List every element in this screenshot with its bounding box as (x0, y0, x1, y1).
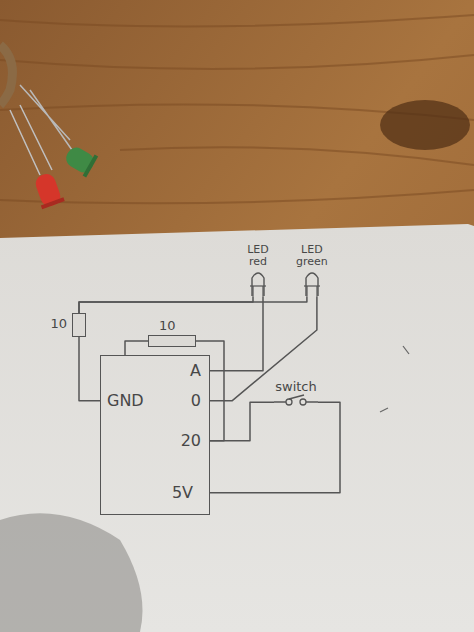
led-red: LED red (247, 244, 269, 296)
wire (79, 337, 100, 401)
part-label: LED green (296, 244, 328, 268)
switch-symbol: switch (274, 380, 318, 410)
pin-label: 0 (191, 392, 201, 410)
part-label: switch (275, 380, 317, 394)
resistor-value: 10 (50, 317, 67, 331)
wire (79, 296, 307, 313)
wire (125, 341, 148, 355)
led-green: LED green (296, 244, 328, 296)
hand-shadow (0, 513, 143, 632)
paper-sheet (0, 224, 474, 632)
wood-grain (0, 15, 474, 203)
pin-label: 20 (181, 432, 201, 450)
pin-label: A (190, 362, 201, 380)
wood-knot (380, 100, 470, 150)
switch-contacts (274, 394, 318, 410)
led-symbol (247, 270, 269, 296)
resistor-symbol: 10 (72, 313, 86, 337)
wire (210, 402, 340, 493)
resistor-value: 10 (159, 319, 176, 333)
led-symbol (301, 270, 323, 296)
resistor-symbol: 10 (148, 335, 196, 347)
wire (79, 296, 253, 313)
part-label: LED red (247, 244, 269, 268)
wire (210, 402, 274, 441)
pin-label: GND (107, 392, 144, 410)
wire (210, 296, 263, 371)
microcontroller-board: A GND 0 20 5V (100, 355, 210, 515)
pencil-marks (380, 346, 409, 412)
pin-label: 5V (172, 484, 193, 502)
wire (210, 296, 317, 401)
loose-parts (0, 45, 98, 209)
